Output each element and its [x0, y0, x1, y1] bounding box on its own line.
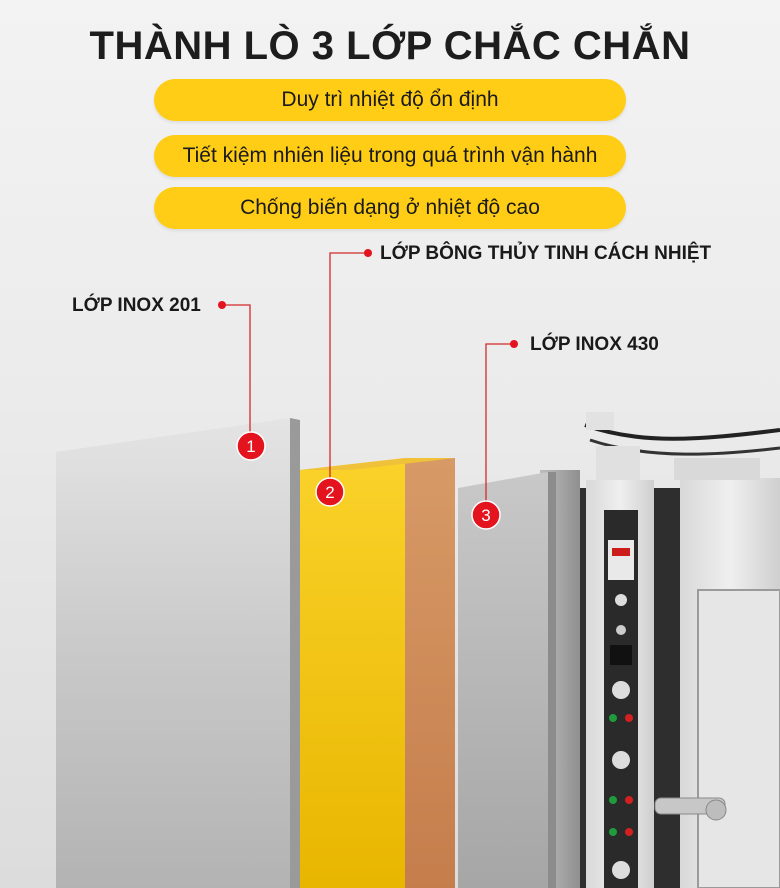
layer-2-label: LỚP BÔNG THỦY TINH CÁCH NHIỆT	[380, 243, 712, 264]
benefit-pill-1: Duy trì nhiệt độ ổn định	[154, 79, 626, 121]
oven-illustration	[540, 412, 780, 888]
layer-1-panel	[56, 418, 300, 888]
number-badge-3: 3	[471, 500, 501, 530]
number-badge-2: 2	[315, 477, 345, 507]
marker-dot-3	[510, 340, 518, 348]
svg-text:3: 3	[481, 506, 490, 525]
benefit-pill-3: Chống biến dạng ở nhiệt độ cao	[154, 187, 626, 229]
layer-3-label: LỚP INOX 430	[530, 334, 659, 355]
marker-dot-2	[364, 249, 372, 257]
number-badge-1: 1	[236, 431, 266, 461]
benefit-pill-2: Tiết kiệm nhiên liệu trong quá trình vận…	[154, 135, 626, 177]
svg-text:1: 1	[246, 437, 255, 456]
layer-3-panel	[458, 472, 556, 888]
page-title: THÀNH LÒ 3 LỚP CHẮC CHẮN	[89, 24, 691, 68]
leader-lines	[222, 252, 514, 515]
layer-2-panel	[300, 458, 455, 888]
marker-dot-1	[218, 301, 226, 309]
svg-text:2: 2	[325, 483, 334, 502]
layer-1-label: LỚP INOX 201	[72, 295, 201, 316]
